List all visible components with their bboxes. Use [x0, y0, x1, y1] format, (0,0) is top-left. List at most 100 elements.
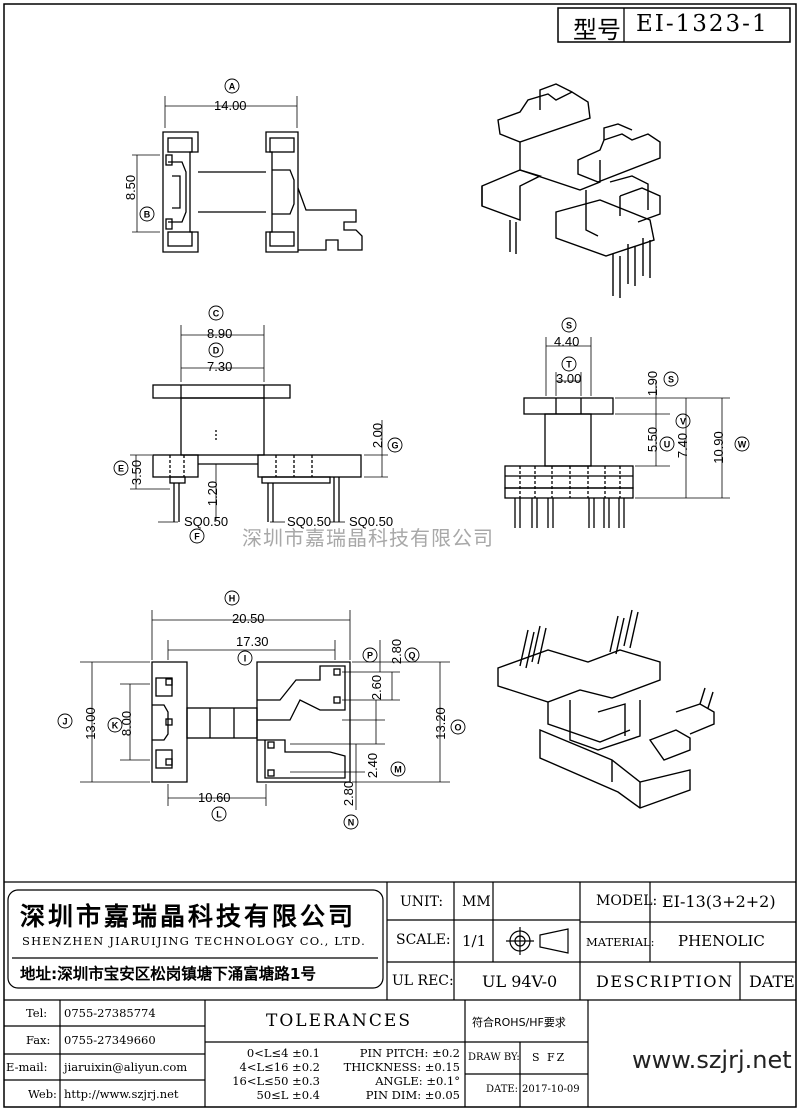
- circle-label-q: Q: [408, 650, 415, 660]
- iso-view-bottom: [497, 609, 715, 809]
- tel-label: Tel:: [26, 1006, 48, 1020]
- circle-label-v: V: [680, 416, 686, 426]
- circle-label-ring: [734, 436, 750, 452]
- dim-q-value: 2.80: [389, 638, 405, 665]
- fax-label: Fax:: [26, 1033, 51, 1047]
- circle-label-u: U: [664, 439, 671, 449]
- iso-view-top: [481, 83, 661, 298]
- dim-o-value: 13.20: [432, 707, 448, 740]
- tolerance-row: 4<L≤16 ±0.2: [239, 1060, 320, 1074]
- model-value: EI-13(3+2+2): [662, 892, 776, 911]
- side-view: [504, 337, 730, 528]
- circle-label-d: D: [213, 345, 220, 355]
- web-label: Web:: [28, 1087, 57, 1101]
- pin-tolerance-row: PIN PITCH: ±0.2: [359, 1046, 460, 1060]
- circle-label-b: B: [144, 209, 151, 219]
- circle-label-a: A: [229, 81, 236, 91]
- dim-s-value: 4.40: [554, 334, 580, 349]
- circle-label-e: E: [118, 463, 124, 473]
- watermark: 深圳市嘉瑞晶科技有限公司: [242, 526, 494, 550]
- email-label: E-mail:: [6, 1060, 48, 1074]
- material-label: MATERIAL:: [586, 935, 655, 949]
- circle-label-ring: [561, 356, 577, 372]
- website-footer[interactable]: www.szjrj.net: [632, 1046, 792, 1074]
- tolerance-row: 16<L≤50 ±0.3: [232, 1074, 320, 1088]
- dim-l-value: 10.60: [198, 790, 231, 805]
- title-block-lines: [4, 881, 796, 1107]
- circle-label-ring: [139, 206, 155, 222]
- circle-label-f: F: [194, 531, 200, 541]
- circle-label-n: N: [348, 817, 355, 827]
- ul-label: UL REC:: [392, 973, 454, 989]
- projection-symbol-icon: [506, 927, 569, 955]
- bottom-view: [80, 610, 450, 810]
- circle-label-ring: [208, 305, 224, 321]
- circle-label-ring: [404, 647, 420, 663]
- circle-label-ring: [113, 460, 129, 476]
- circle-label-ring: [224, 78, 240, 94]
- dim-n-value: 2.80: [341, 780, 357, 807]
- tolerance-row: 50≤L ±0.4: [256, 1088, 321, 1102]
- circle-label-s: S: [668, 374, 674, 384]
- model-header-value: EI-1323-1: [636, 11, 769, 37]
- circle-label-ring: [208, 342, 224, 358]
- circle-label-k: K: [112, 720, 119, 730]
- circle-label-o: O: [454, 722, 461, 732]
- model-label: MODEL:: [596, 893, 658, 909]
- dim-w-value: 10.90: [710, 431, 726, 464]
- circle-label-ring: [237, 650, 253, 666]
- date-value: 2017-10-09: [522, 1084, 580, 1095]
- circle-label-ring: [390, 761, 406, 777]
- dim-h-value: 20.50: [232, 611, 265, 626]
- material-value: PHENOLIC: [678, 932, 765, 950]
- draw-by-value: S FZ: [532, 1051, 567, 1064]
- unit-label: UNIT:: [400, 894, 444, 910]
- circle-label-ring: [362, 647, 378, 663]
- circle-label-h: H: [229, 593, 236, 603]
- tolerances-header: TOLERANCES: [266, 1011, 412, 1031]
- circle-label-s: S: [566, 320, 572, 330]
- circle-label-w: W: [738, 439, 747, 449]
- circle-label-p: P: [367, 650, 373, 660]
- dim-f-value-1: SQ0.50: [184, 514, 229, 529]
- dim-i-value: 17.30: [236, 634, 269, 649]
- dim-d-value: 7.30: [207, 359, 233, 374]
- dim-t-value: 3.00: [556, 371, 582, 386]
- pin-tolerance-row: ANGLE: ±0.1°: [375, 1074, 460, 1088]
- circle-label-g: G: [391, 440, 398, 450]
- date-header: DATE: [749, 972, 795, 991]
- dim-a-value: 14.00: [214, 98, 247, 113]
- date-label: DATE:: [486, 1084, 519, 1095]
- ul-value: UL 94V-0: [482, 972, 558, 991]
- unit-value: MM: [462, 894, 491, 910]
- description-header: DESCRIPTION: [596, 972, 734, 991]
- dim-1-20-value: 1.20: [205, 480, 221, 507]
- circle-label-t: T: [566, 359, 572, 369]
- dim-v-value: 7.40: [675, 432, 691, 459]
- dim-e-value: 3.50: [129, 459, 145, 486]
- circle-label-ring: [450, 719, 466, 735]
- front-view: [130, 325, 388, 523]
- circle-label-ring: [107, 717, 123, 733]
- model-header-label: 型号: [573, 16, 621, 44]
- web-value[interactable]: http://www.szjrj.net: [64, 1087, 179, 1101]
- company-address: 地址:深圳市宝安区松岗镇塘下涌富塘路1号: [20, 965, 316, 983]
- email-value[interactable]: jiaruixin@aliyun.com: [64, 1060, 188, 1074]
- circle-label-j: J: [62, 716, 67, 726]
- circle-label-ring: [663, 371, 679, 387]
- tolerance-row: 0<L≤4 ±0.1: [246, 1046, 320, 1060]
- scale-label: SCALE:: [396, 932, 451, 948]
- draw-by-label: DRAW BY:: [468, 1052, 520, 1063]
- scale-value: 1/1: [462, 932, 487, 950]
- dim-b-value: 8.50: [123, 174, 139, 201]
- dim-p-value: 2.60: [369, 674, 385, 701]
- circle-label-m: M: [394, 764, 402, 774]
- rohs-note: 符合ROHS/HF要求: [472, 1016, 566, 1029]
- circle-label-ring: [561, 317, 577, 333]
- dim-u-value: 5.50: [645, 426, 661, 453]
- company-name-cn: 深圳市嘉瑞晶科技有限公司: [20, 902, 357, 931]
- pin-tolerance-row: PIN DIM: ±0.05: [365, 1088, 460, 1102]
- circle-label-ring: [387, 437, 403, 453]
- dim-g-value: 2.00: [370, 422, 386, 449]
